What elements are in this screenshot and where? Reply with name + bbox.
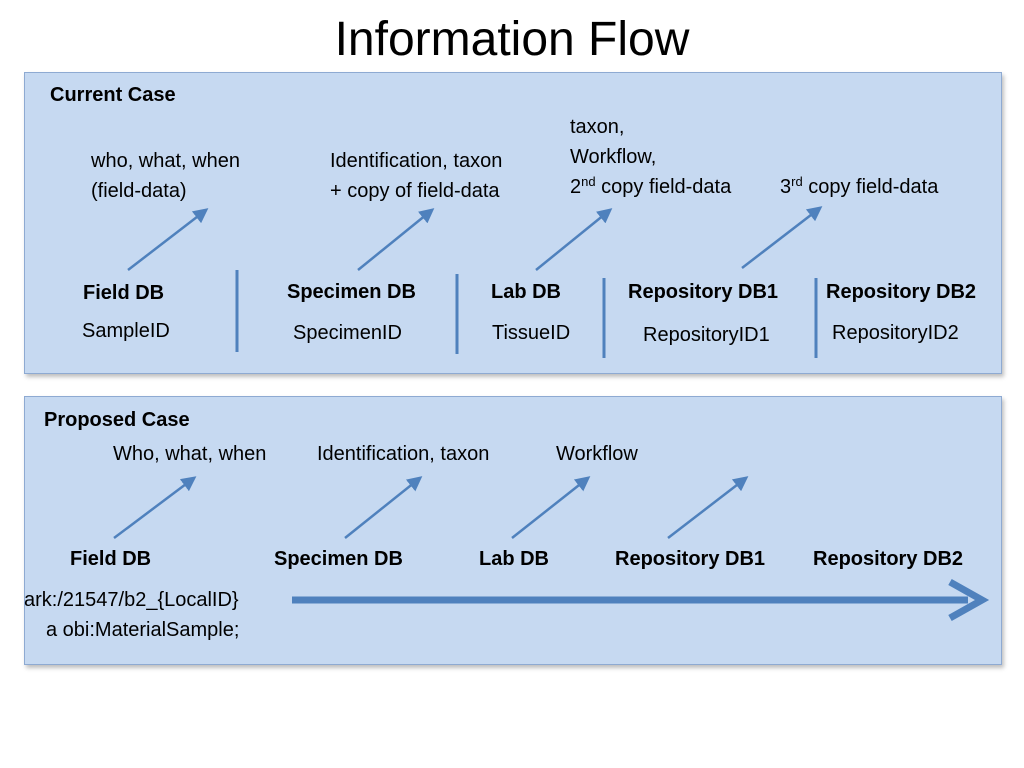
lab-annotation-num: 2 bbox=[570, 176, 582, 198]
repository-annotation-sup: rd bbox=[791, 174, 803, 189]
field-annotation-line2: (field-data) bbox=[91, 180, 187, 202]
field-annotation-line1: who, what, when bbox=[91, 150, 240, 172]
lab-annotation-line1: taxon, bbox=[570, 116, 625, 138]
current-repository-db1-label: Repository DB1 bbox=[628, 281, 779, 303]
lab-annotation-rest: copy field-data bbox=[595, 176, 732, 198]
current-repository-db2-label: Repository DB2 bbox=[826, 281, 977, 303]
proposed-repository-db1-label: Repository DB1 bbox=[615, 548, 766, 570]
proposed-field-db-label: Field DB bbox=[70, 548, 152, 570]
proposed-case-heading: Proposed Case bbox=[44, 409, 190, 431]
current-specimen-db-id: SpecimenID bbox=[293, 322, 402, 344]
repository-annotation-num: 3 bbox=[780, 176, 792, 198]
lab-annotation-sup: nd bbox=[581, 174, 596, 189]
repository-annotation-rest: copy field-data bbox=[802, 176, 939, 198]
specimen-annotation-line2: + copy of field-data bbox=[330, 180, 500, 202]
proposed-lab-db-label: Lab DB bbox=[479, 548, 549, 570]
current-field-db-id: SampleID bbox=[82, 320, 170, 342]
current-lab-db-label: Lab DB bbox=[491, 281, 561, 303]
identifier-line1: ark:/21547/b2_{LocalID} bbox=[24, 589, 239, 611]
current-field-db-label: Field DB bbox=[83, 282, 165, 304]
page-title: Information Flow bbox=[334, 13, 690, 66]
current-repository-db2-id: RepositoryID2 bbox=[832, 322, 959, 344]
current-specimen-db-label: Specimen DB bbox=[287, 281, 416, 303]
current-case-heading: Current Case bbox=[50, 84, 176, 106]
lab-annotation-line3: 2nd copy field-data bbox=[570, 172, 731, 202]
proposed-field-annotation: Who, what, when bbox=[113, 443, 267, 465]
lab-annotation-line2: Workflow, bbox=[570, 146, 657, 168]
repository-annotation: 3rd copy field-data bbox=[780, 172, 938, 202]
specimen-annotation-line1: Identification, taxon bbox=[330, 150, 503, 172]
current-repository-db1-id: RepositoryID1 bbox=[643, 324, 770, 346]
proposed-repository-db2-label: Repository DB2 bbox=[813, 548, 964, 570]
proposed-lab-annotation: Workflow bbox=[556, 443, 638, 465]
proposed-specimen-annotation: Identification, taxon bbox=[317, 443, 490, 465]
current-lab-db-id: TissueID bbox=[492, 322, 571, 344]
proposed-specimen-db-label: Specimen DB bbox=[274, 548, 403, 570]
identifier-line2: a obi:MaterialSample; bbox=[46, 619, 240, 641]
